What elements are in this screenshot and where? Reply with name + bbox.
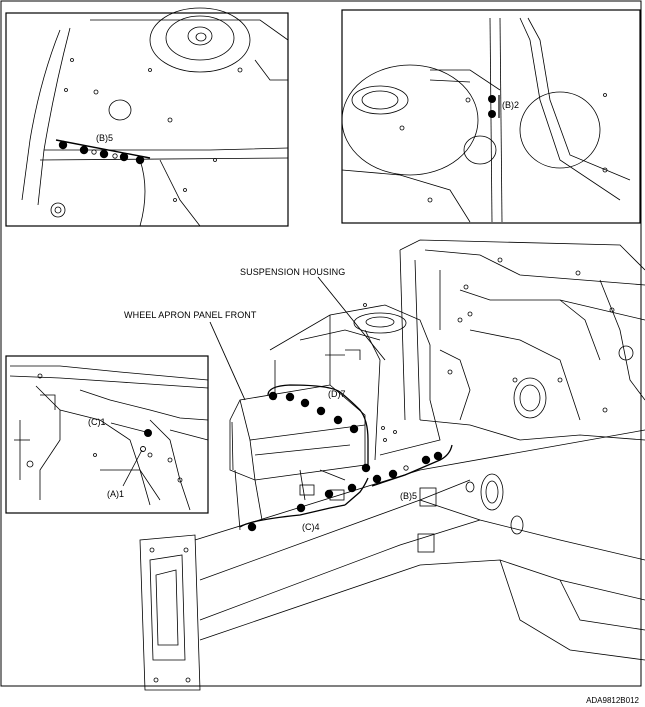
label-main-b: (B)5 — [400, 491, 418, 501]
inset-middle-left-spot-welds — [110, 422, 152, 487]
inset-top-right-spot-welds — [488, 95, 500, 118]
main-spot-welds — [247, 391, 443, 532]
label-inset-ml-a: (A)1 — [107, 489, 125, 499]
inset-top-left-spot-welds — [55, 139, 151, 165]
main-brackets — [239, 384, 453, 528]
inset-top-left — [5, 7, 289, 227]
label-inset-tl-b: (B)5 — [96, 133, 114, 143]
main-drawing-outline — [139, 239, 645, 691]
label-inset-ml-c: (C)1 — [88, 417, 106, 427]
label-main-d: (D)7 — [328, 389, 346, 399]
main-spot-weld-marks — [403, 465, 409, 471]
inset-middle-left — [5, 355, 209, 514]
figure-code: ADA9812B012 — [586, 696, 639, 705]
label-suspension-housing: SUSPENSION HOUSING — [240, 267, 346, 277]
outer-frame — [0, 0, 642, 687]
inset-top-right — [341, 9, 641, 224]
label-inset-tr-b: (B)2 — [502, 100, 520, 110]
label-wheel-apron-panel-front: WHEEL APRON PANEL FRONT — [124, 310, 257, 320]
label-main-c: (C)4 — [302, 522, 320, 532]
